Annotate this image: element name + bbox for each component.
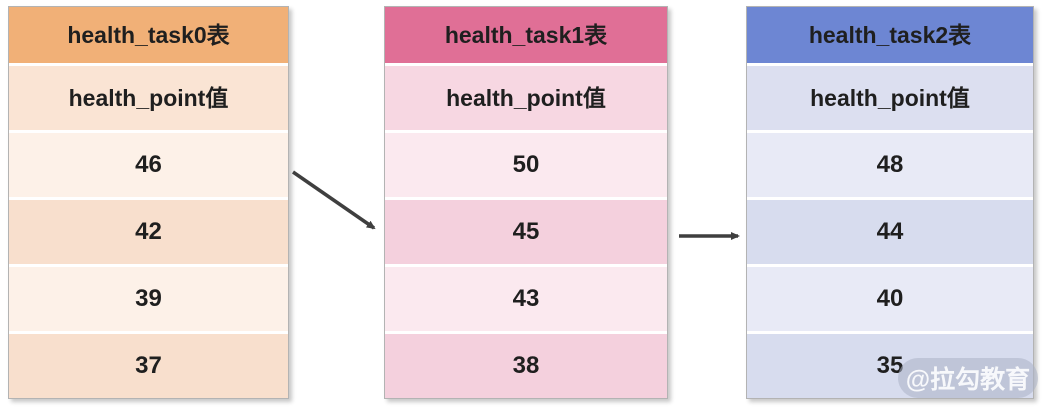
table-health-task2: health_task2表 health_point值 48 44 40 35 <box>746 6 1034 399</box>
column-header: health_point值 <box>747 66 1033 130</box>
value-cell: 46 <box>9 133 288 197</box>
value-cell: 40 <box>747 267 1033 331</box>
table-title: health_task1表 <box>385 7 667 63</box>
value-cell: 44 <box>747 200 1033 264</box>
value-cell: 50 <box>385 133 667 197</box>
column-header: health_point值 <box>9 66 288 130</box>
value-cell: 45 <box>385 200 667 264</box>
value-cell: 43 <box>385 267 667 331</box>
table-health-task0: health_task0表 health_point值 46 42 39 37 <box>8 6 289 399</box>
value-cell: 42 <box>9 200 288 264</box>
value-cell: 39 <box>9 267 288 331</box>
value-cell: 48 <box>747 133 1033 197</box>
value-cell: 38 <box>385 334 667 398</box>
arrow-task0-to-task1 <box>292 170 376 230</box>
table-title: health_task2表 <box>747 7 1033 63</box>
watermark-badge: @拉勾教育 <box>898 358 1038 398</box>
table-title: health_task0表 <box>9 7 288 63</box>
value-cell: 37 <box>9 334 288 398</box>
table-health-task1: health_task1表 health_point值 50 45 43 38 <box>384 6 668 399</box>
column-header: health_point值 <box>385 66 667 130</box>
